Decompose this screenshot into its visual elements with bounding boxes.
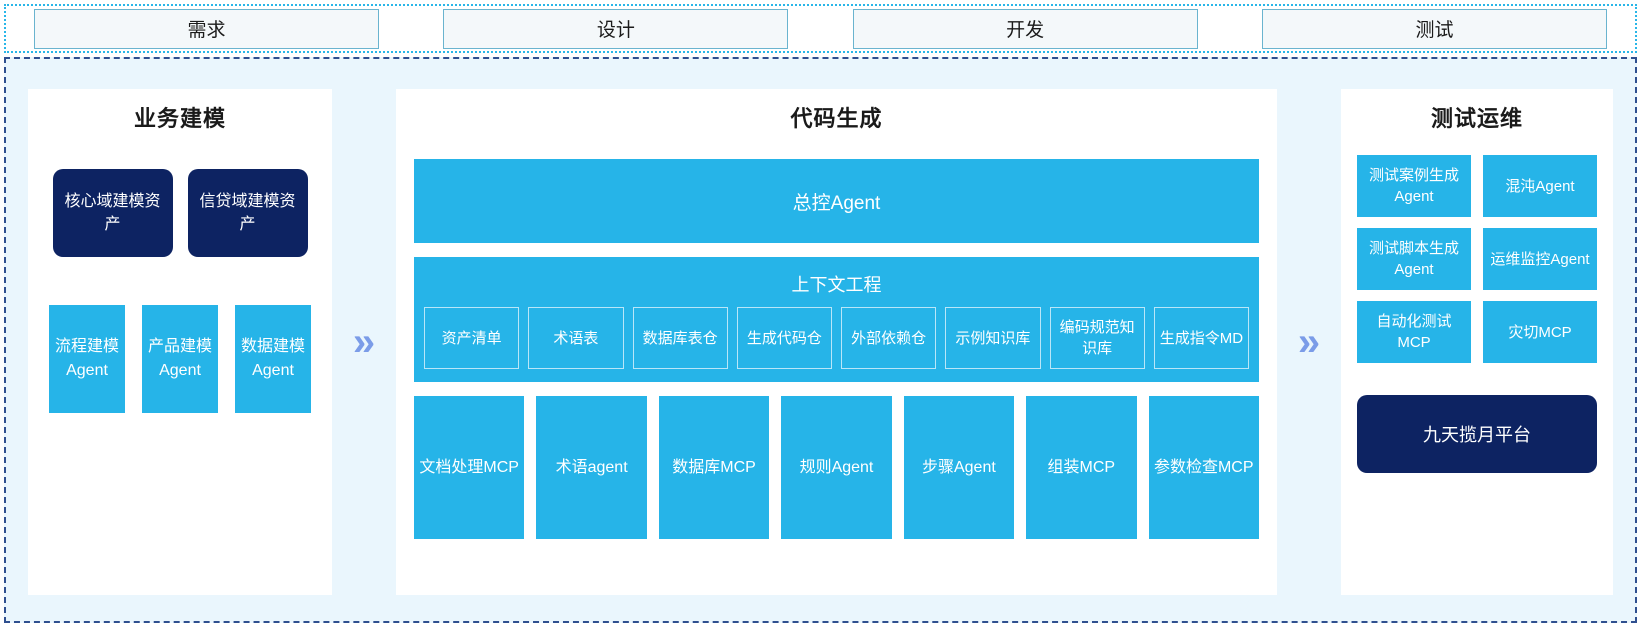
phase-label: 需求 (187, 20, 226, 41)
ops-box-chaos-agent[interactable]: 混沌Agent (1483, 155, 1597, 217)
platform-box-jiutian-lanyue[interactable]: 九天揽月平台 (1357, 395, 1597, 473)
agent-label: 流程建模Agent (54, 338, 119, 379)
context-engineering-block: 上下文工程 资产清单 术语表 数据库表仓 生成代码仓 (414, 257, 1259, 382)
ops-label: 混沌Agent (1505, 177, 1575, 195)
context-item-label: 生成代码仓 (746, 329, 822, 347)
context-item-label: 外部依赖仓 (851, 329, 927, 347)
context-item-label: 生成指令MD (1159, 329, 1244, 347)
ops-box-ops-monitoring-agent[interactable]: 运维监控Agent (1483, 228, 1597, 290)
tool-label: 参数检查MCP (1153, 459, 1254, 476)
phase-box-testing[interactable]: 测试 (1261, 8, 1607, 49)
asset-label: 信贷域建模资产 (199, 193, 296, 233)
modeling-agent-row: 流程建模Agent 产品建模Agent 数据建模Agent (28, 305, 332, 413)
phase-box-requirements[interactable]: 需求 (34, 8, 379, 49)
context-item-glossary[interactable]: 术语表 (528, 307, 624, 369)
ops-label: 自动化测试MCP (1376, 313, 1452, 351)
panel-title-code-generation: 代码生成 (790, 106, 883, 131)
tool-label: 数据库MCP (672, 459, 756, 476)
main-stage-container: 业务建模 核心域建模资产 信贷域建模资产 流程建模Agent 产品建模Agent (4, 57, 1637, 623)
context-item-coding-standard-knowledge-base[interactable]: 编码规范知识库 (1049, 307, 1145, 369)
chevron-right-icon-left-to-center: » (332, 89, 396, 595)
asset-box-credit-domain[interactable]: 信贷域建模资产 (187, 169, 308, 257)
platform-label: 九天揽月平台 (1423, 425, 1531, 445)
agent-box-product-modeling[interactable]: 产品建模Agent (142, 305, 218, 413)
ops-label: 灾切MCP (1508, 323, 1572, 341)
context-item-label: 编码规范知识库 (1059, 319, 1135, 357)
context-item-label: 资产清单 (441, 329, 502, 347)
chevron-right-icon-center-to-right: » (1277, 89, 1341, 595)
agent-label: 产品建模Agent (147, 338, 212, 379)
tool-box-rule-agent[interactable]: 规则Agent (781, 396, 892, 539)
ops-label: 测试案例生成Agent (1368, 167, 1459, 205)
tool-box-step-agent[interactable]: 步骤Agent (903, 396, 1015, 539)
tools-row: 文档处理MCP 术语agent 数据库MCP 规则Agent 步骤Agent (414, 396, 1259, 539)
context-item-db-table-repo[interactable]: 数据库表仓 (632, 307, 728, 369)
ops-box-test-script-generation-agent[interactable]: 测试脚本生成Agent (1357, 228, 1471, 290)
context-item-generated-code-repo[interactable]: 生成代码仓 (736, 307, 832, 369)
context-item-label: 数据库表仓 (642, 329, 718, 347)
panel-test-ops: 测试运维 测试案例生成Agent 混沌Agent 测试脚本生成Agent 运维监… (1341, 89, 1613, 595)
asset-label: 核心域建模资产 (64, 193, 161, 233)
phase-label: 设计 (596, 20, 635, 41)
phase-box-development[interactable]: 开发 (852, 8, 1198, 49)
context-items-row: 资产清单 术语表 数据库表仓 生成代码仓 外部依赖仓 (424, 307, 1249, 369)
panel-title-test-ops: 测试运维 (1430, 106, 1523, 131)
phase-label: 开发 (1006, 20, 1045, 41)
phase-box-design[interactable]: 设计 (443, 8, 789, 49)
context-item-instruction-md[interactable]: 生成指令MD (1153, 307, 1249, 369)
context-engineering-title: 上下文工程 (791, 275, 882, 295)
phase-strip: 需求 设计 开发 测试 (4, 4, 1637, 53)
phase-label: 测试 (1415, 20, 1454, 41)
asset-box-core-domain[interactable]: 核心域建模资产 (52, 169, 173, 257)
tool-box-database-mcp[interactable]: 数据库MCP (658, 396, 770, 539)
context-item-label: 术语表 (553, 329, 599, 347)
ops-label: 测试脚本生成Agent (1368, 240, 1459, 278)
tool-box-parameter-check-mcp[interactable]: 参数检查MCP (1148, 396, 1259, 539)
context-item-example-knowledge-base[interactable]: 示例知识库 (945, 307, 1041, 369)
tool-box-assembly-mcp[interactable]: 组装MCP (1026, 396, 1137, 539)
chevron-glyph: » (352, 320, 376, 364)
chevron-glyph: » (1297, 320, 1321, 364)
ops-box-disaster-switch-mcp[interactable]: 灾切MCP (1483, 301, 1597, 363)
master-agent-label: 总控Agent (792, 192, 881, 214)
panel-business-modeling: 业务建模 核心域建模资产 信贷域建模资产 流程建模Agent 产品建模Agent (28, 89, 332, 595)
ops-grid: 测试案例生成Agent 混沌Agent 测试脚本生成Agent 运维监控Agen… (1357, 155, 1597, 363)
ops-label: 运维监控Agent (1490, 250, 1590, 268)
tool-label: 规则Agent (799, 459, 874, 476)
stage-row: 业务建模 核心域建模资产 信贷域建模资产 流程建模Agent 产品建模Agent (6, 59, 1635, 621)
context-item-asset-list[interactable]: 资产清单 (424, 307, 520, 369)
agent-box-data-modeling[interactable]: 数据建模Agent (235, 305, 311, 413)
tool-label: 组装MCP (1047, 459, 1116, 476)
context-item-external-dependency-repo[interactable]: 外部依赖仓 (841, 307, 937, 369)
agent-label: 数据建模Agent (240, 338, 305, 379)
ops-box-test-case-generation-agent[interactable]: 测试案例生成Agent (1357, 155, 1471, 217)
panel-title-business-modeling: 业务建模 (133, 106, 226, 131)
tool-box-glossary-agent[interactable]: 术语agent (536, 396, 647, 539)
tool-label: 术语agent (555, 459, 628, 476)
agent-box-process-modeling[interactable]: 流程建模Agent (49, 305, 125, 413)
tool-box-document-processing-mcp[interactable]: 文档处理MCP (414, 396, 525, 539)
tool-label: 文档处理MCP (419, 459, 519, 476)
asset-row: 核心域建模资产 信贷域建模资产 (28, 169, 332, 257)
context-item-label: 示例知识库 (955, 329, 1031, 347)
master-agent-bar[interactable]: 总控Agent (414, 159, 1259, 243)
tool-label: 步骤Agent (921, 459, 996, 476)
panel-code-generation: 代码生成 总控Agent 上下文工程 资产清单 术语表 数据库表仓 (396, 89, 1277, 595)
ops-box-automated-test-mcp[interactable]: 自动化测试MCP (1357, 301, 1471, 363)
